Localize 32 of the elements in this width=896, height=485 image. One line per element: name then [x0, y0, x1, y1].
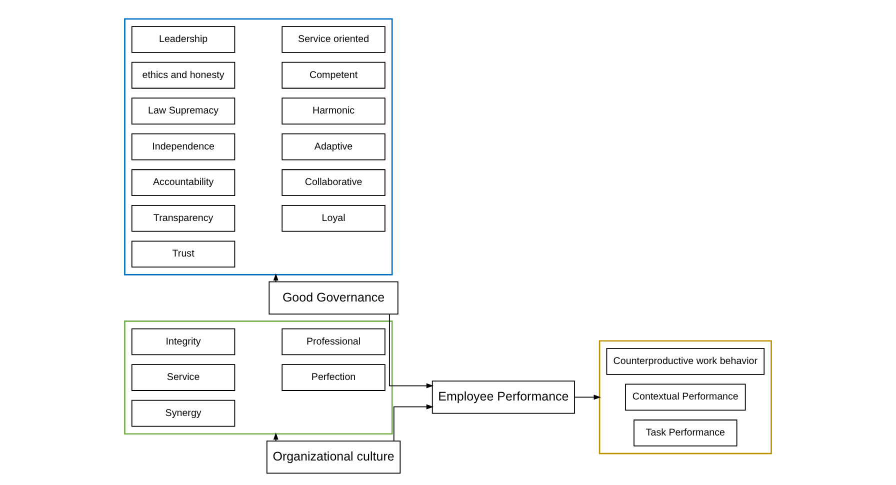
arrow — [574, 394, 601, 400]
node-box: Integrity — [131, 328, 236, 356]
node-box: ethics and honesty — [131, 62, 236, 89]
node-box: Harmonic — [282, 98, 386, 124]
node-box: Loyal — [282, 204, 386, 232]
node-box: Accountability — [131, 169, 236, 196]
node-box: Contextual Performance — [625, 384, 746, 411]
cluster — [124, 18, 393, 276]
node-box: Transparency — [131, 204, 236, 232]
node-box: Synergy — [131, 400, 236, 427]
cluster — [124, 320, 393, 435]
node-box: Independence — [131, 133, 236, 160]
node-box: Service oriented — [282, 26, 386, 53]
node-box: Adaptive — [282, 133, 386, 160]
node-box: Employee Performance — [432, 380, 575, 414]
node-box: Collaborative — [282, 169, 386, 196]
arrow — [273, 432, 278, 442]
arrow — [393, 404, 434, 442]
node-box: Law Supremacy — [131, 98, 236, 124]
node-box: Good Governance — [268, 281, 398, 314]
node-box: Counterproductive work behavior — [606, 348, 765, 375]
arrow — [388, 314, 434, 388]
node-box: Organizational culture — [266, 440, 401, 474]
node-box: Perfection — [282, 364, 386, 391]
node-box: Competent — [282, 62, 386, 89]
node-box: Service — [131, 364, 236, 391]
arrow — [273, 273, 278, 282]
node-box: Task Performance — [634, 420, 738, 446]
cluster — [598, 340, 772, 454]
node-box: Leadership — [131, 26, 236, 53]
node-box: Professional — [282, 328, 386, 356]
node-box: Trust — [131, 240, 236, 268]
